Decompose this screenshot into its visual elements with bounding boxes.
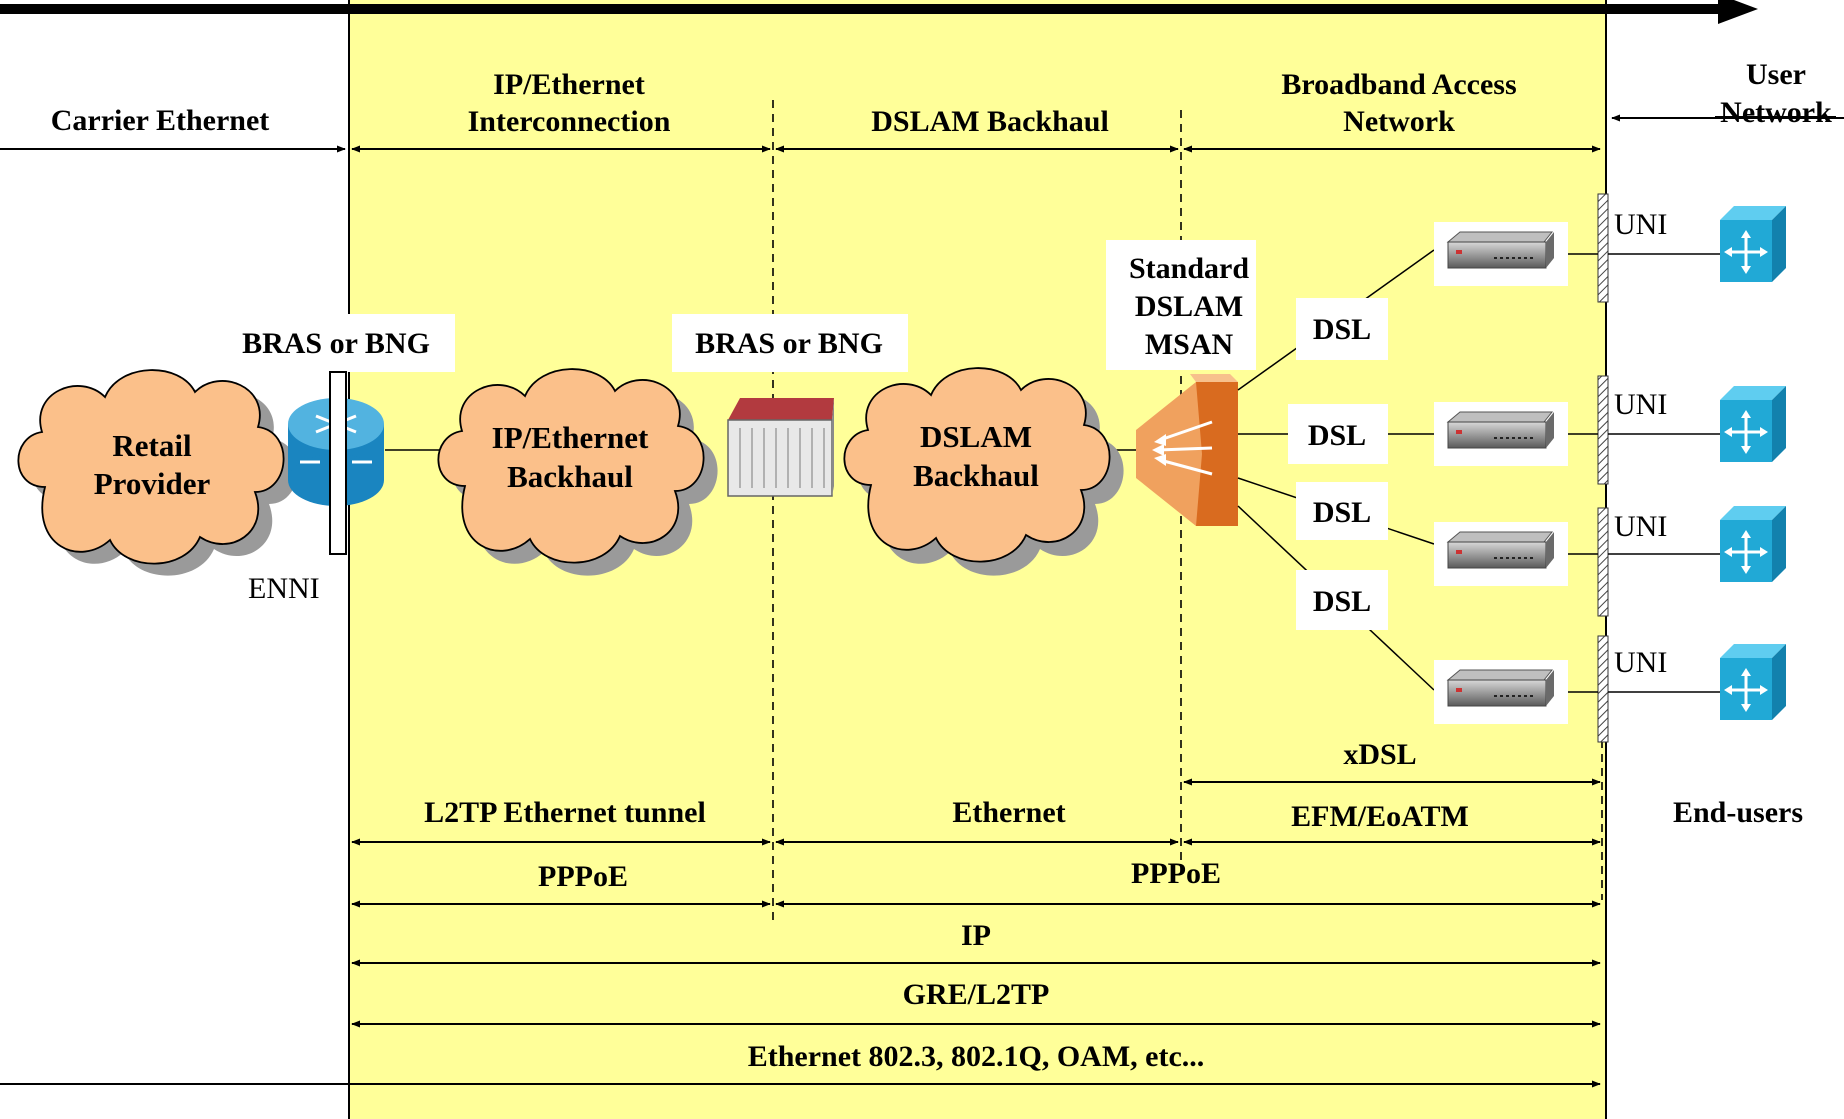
dsl-box-4 — [1296, 570, 1388, 630]
proto-gre-label: GRE/L2TP — [903, 978, 1050, 1011]
proto-pppoe-left-label: PPPoE — [538, 860, 628, 893]
bras-chassis-icon — [727, 398, 834, 497]
uni-bar-4 — [1597, 635, 1609, 743]
top-arrow-head — [1718, 0, 1758, 24]
bras-mid-label: BRAS or BNG — [695, 327, 883, 360]
proto-pppoe-right-label: PPPoE — [1131, 857, 1221, 890]
cloud-ipbh-line1: IP/Ethernet — [492, 420, 649, 455]
proto-ethernet-label: Ethernet — [952, 796, 1065, 829]
cloud-retail-line2: Provider — [94, 466, 211, 501]
bras-left-box — [225, 314, 455, 372]
section-user-line1: User — [1746, 58, 1806, 91]
section-user-line2: Network — [1720, 96, 1832, 129]
section-carrier-ethernet: Carrier Ethernet — [51, 104, 270, 137]
enni-label: ENNI — [248, 572, 320, 605]
enni-interface-bar — [329, 371, 347, 555]
dsl-box-2 — [1288, 404, 1388, 464]
cloud-ipbh-line2: Backhaul — [507, 459, 633, 494]
uni-bar-2 — [1597, 375, 1609, 485]
modem-1 — [1433, 221, 1569, 287]
bras-mid-box — [672, 314, 908, 372]
cloud-dslambh-line2: Backhaul — [913, 458, 1039, 493]
proto-ip-label: IP — [961, 919, 991, 952]
user-switch-icon-1 — [1718, 204, 1788, 284]
cloud-retail-line1: Retail — [112, 428, 192, 463]
proto-ethernet-std-label: Ethernet 802.3, 802.1Q, OAM, etc... — [748, 1040, 1205, 1073]
msan-label-line2: DSLAM — [1135, 290, 1243, 323]
dslam-msan-icon — [1136, 374, 1238, 526]
bras-left-label: BRAS or BNG — [242, 327, 430, 360]
uni-label-1: UNI — [1614, 208, 1667, 241]
uni-label-3: UNI — [1614, 510, 1667, 543]
dsl-box-1 — [1296, 298, 1388, 360]
user-links — [1568, 253, 1720, 693]
user-switch-icon-4 — [1718, 642, 1788, 722]
msan-label-line1: Standard — [1129, 252, 1249, 285]
dsl-label-4: DSL — [1313, 585, 1371, 618]
proto-efm-label: EFM/EoATM — [1291, 800, 1469, 833]
uni-label-4: UNI — [1614, 646, 1667, 679]
dsl-label-3: DSL — [1313, 496, 1371, 529]
dsl-label-1: DSL — [1313, 313, 1371, 346]
dsl-box-3 — [1296, 482, 1388, 540]
proto-l2tp-tunnel-label: L2TP Ethernet tunnel — [424, 796, 706, 829]
uni-label-2: UNI — [1614, 388, 1667, 421]
modem-4 — [1433, 659, 1569, 725]
modem-2 — [1433, 401, 1569, 467]
end-users-label: End-users — [1673, 796, 1803, 829]
dsl-label-2: DSL — [1308, 419, 1366, 452]
uni-bar-1 — [1597, 193, 1609, 303]
section-ip-eth-line2: Interconnection — [468, 105, 671, 138]
msan-label-box — [1106, 240, 1256, 370]
user-switch-icon-3 — [1718, 504, 1788, 584]
modem-3 — [1433, 521, 1569, 587]
proto-xdsl-label: xDSL — [1343, 738, 1416, 771]
section-ip-eth-line1: IP/Ethernet — [493, 68, 645, 101]
uni-bar-3 — [1597, 507, 1609, 617]
section-bb-line1: Broadband Access — [1281, 68, 1516, 101]
section-bb-line2: Network — [1343, 105, 1455, 138]
user-switch-icon-2 — [1718, 384, 1788, 464]
cloud-dslambh-line1: DSLAM — [920, 419, 1032, 454]
section-dslam-backhaul: DSLAM Backhaul — [871, 105, 1109, 138]
msan-label-line3: MSAN — [1145, 328, 1234, 361]
